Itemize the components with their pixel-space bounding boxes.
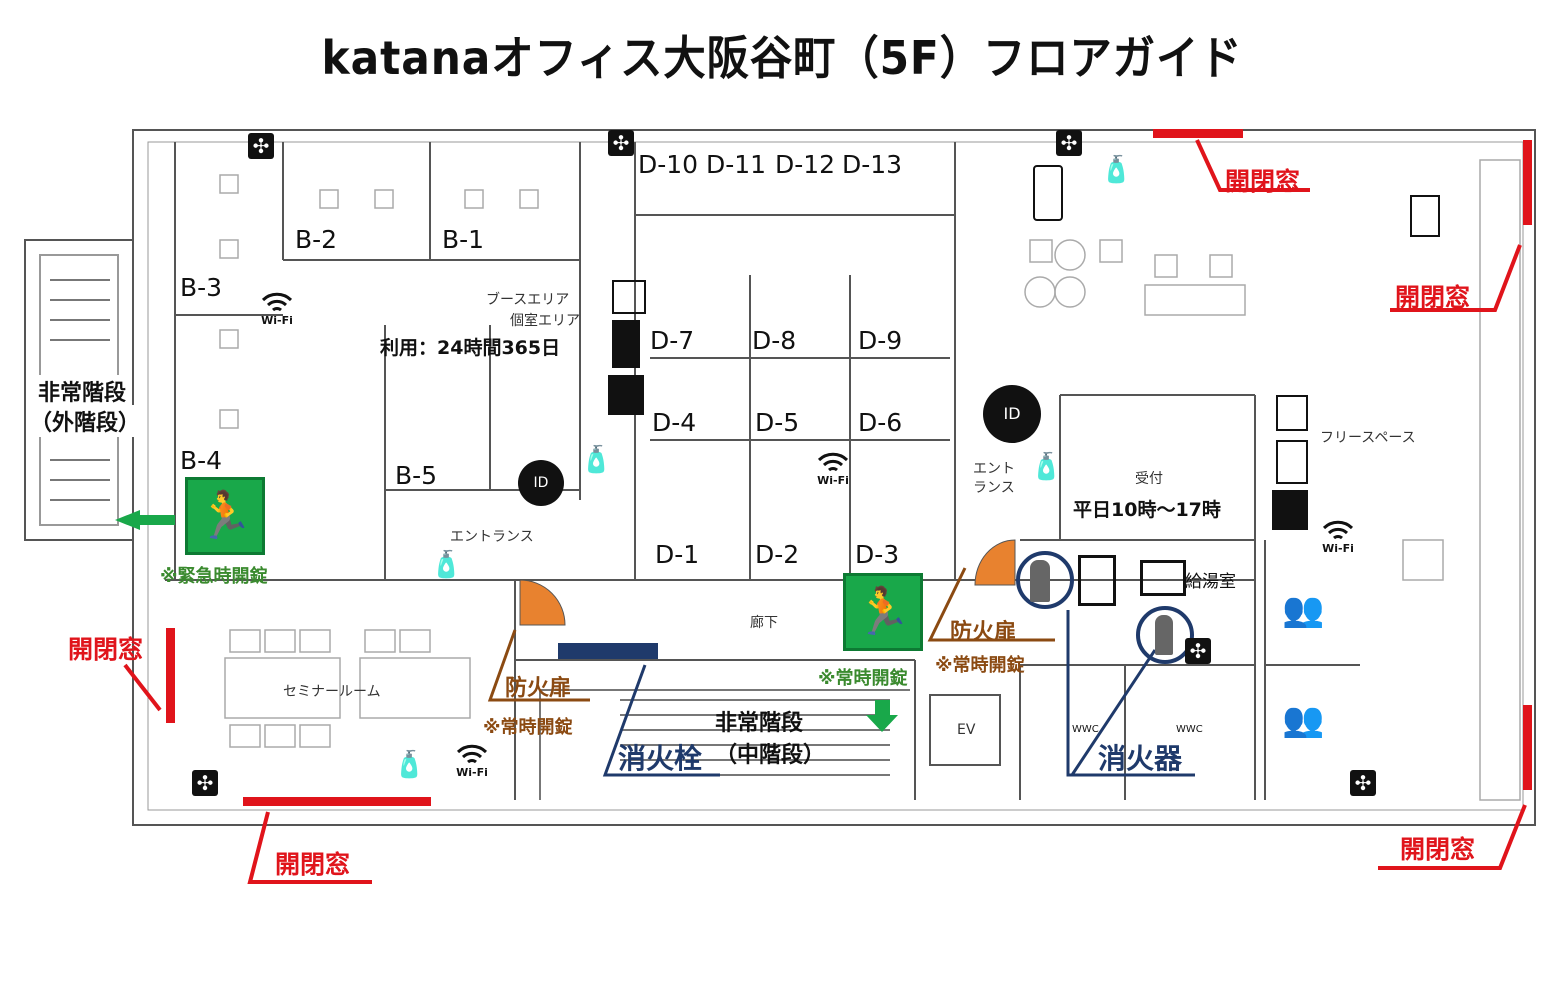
fire-door-left — [519, 579, 566, 626]
fire-door-arrows — [487, 567, 1055, 702]
emergency-exit-sign-left: 🏃 — [185, 477, 265, 555]
window-label: 開閉窓 — [68, 635, 144, 664]
booth-area-label: ブースエリア — [486, 292, 570, 308]
room-d9: D-9 — [858, 326, 903, 355]
window-label: 開閉窓 — [1395, 283, 1471, 312]
reception-label: 受付 — [1135, 471, 1163, 487]
emergency-exit-sign-center: 🏃 — [843, 573, 923, 651]
wifi-icon: Wi-Fi — [811, 450, 855, 487]
corridor-label: 廊下 — [750, 615, 778, 631]
extinguisher-label: 消火器 — [1098, 742, 1183, 775]
entrance-right-label: エント — [973, 461, 1015, 477]
room-d13: D-13 — [842, 150, 903, 179]
printer-icon — [608, 375, 644, 415]
wwc-label-1: WWC — [1072, 724, 1099, 735]
room-d5: D-5 — [755, 408, 800, 437]
window-label: 開閉窓 — [1400, 835, 1476, 864]
hydrant-bar — [558, 643, 658, 659]
locker-icon — [612, 320, 640, 368]
reception-hours: 平日10時～17時 — [1073, 499, 1221, 521]
inner-stairs-sub: （中階段） — [715, 743, 826, 768]
hand-sanitizer-icon: 🧴 — [1030, 452, 1063, 482]
room-d11: D-11 — [706, 150, 767, 179]
window-label: 開閉窓 — [1225, 167, 1301, 196]
room-d3: D-3 — [855, 540, 900, 569]
hand-sanitizer-icon: 🧴 — [430, 550, 463, 580]
outer-stairs-label: 非常階段 — [38, 375, 127, 407]
ev-label: EV — [957, 722, 976, 738]
window-label: 開閉窓 — [275, 850, 351, 879]
wifi-icon: Wi-Fi — [450, 742, 494, 779]
id-card-reader-icon: ID — [518, 460, 564, 506]
emergency-unlock-note: ※緊急時開錠 — [160, 566, 268, 587]
hydrant-arrows — [602, 551, 1195, 777]
room-d10: D-10 — [638, 150, 699, 179]
ventilation-fan-icon: ✣ — [1056, 130, 1082, 156]
kitchen-label: 給湯室 — [1185, 572, 1236, 592]
hand-sanitizer-icon: 🧴 — [393, 750, 426, 780]
ventilation-fan-icon: ✣ — [1185, 638, 1211, 664]
inner-stairs-label: 非常階段 — [715, 711, 804, 736]
always-unlocked-note: ※常時開錠 — [818, 668, 908, 689]
fire-extinguisher-icon — [1155, 615, 1173, 655]
fire-door-right — [974, 539, 1016, 586]
id-card-reader-icon: ID — [983, 385, 1041, 443]
room-d7: D-7 — [650, 326, 695, 355]
wifi-icon: Wi-Fi — [1316, 518, 1360, 555]
room-d6: D-6 — [858, 408, 903, 437]
room-b2: B-2 — [295, 225, 338, 254]
hydrant-label: 消火栓 — [618, 742, 703, 775]
room-b4: B-4 — [180, 446, 223, 475]
usage-hours: 利用：24時間365日 — [380, 337, 561, 359]
entrance-right-label-2: ランス — [973, 480, 1015, 496]
ventilation-fan-icon: ✣ — [608, 130, 634, 156]
meeting-table-icon: 👥 — [1282, 590, 1325, 630]
shredder-icon — [1276, 395, 1308, 431]
wifi-icon: Wi-Fi — [255, 290, 299, 327]
private-area-label: 個室エリア — [510, 313, 580, 329]
room-d1: D-1 — [655, 540, 700, 569]
window-bars — [166, 129, 1532, 806]
printer-icon — [1272, 490, 1308, 530]
fire-door-label: 防火扉 — [505, 676, 572, 701]
free-space-label: フリースペース — [1320, 430, 1416, 446]
ventilation-fan-icon: ✣ — [1350, 770, 1376, 796]
hand-sanitizer-icon: 🧴 — [1100, 155, 1133, 185]
ventilation-fan-icon: ✣ — [248, 133, 274, 159]
entrance-left-label: エントランス — [450, 529, 534, 545]
exit-arrow-down — [866, 700, 898, 732]
fire-door-label: 防火扉 — [950, 620, 1017, 645]
room-b5: B-5 — [395, 461, 438, 490]
room-d4: D-4 — [652, 408, 697, 437]
air-purifier-icon — [612, 280, 646, 314]
hand-sanitizer-icon: 🧴 — [580, 445, 613, 475]
room-d8: D-8 — [752, 326, 797, 355]
fire-door-note: ※常時開錠 — [483, 717, 573, 738]
fire-door-note: ※常時開錠 — [935, 655, 1025, 676]
vending-machine-icon — [1078, 555, 1116, 606]
water-server-icon — [1033, 165, 1063, 221]
wwc-label-2: WWC — [1176, 724, 1203, 735]
room-d2: D-2 — [755, 540, 800, 569]
room-b3: B-3 — [180, 273, 223, 302]
fire-extinguisher-icon — [1030, 560, 1050, 602]
exit-arrow-left — [115, 510, 175, 530]
room-d12: D-12 — [775, 150, 836, 179]
page-title: katanaオフィス大阪谷町（5F）フロアガイド — [321, 31, 1243, 85]
microwave-icon — [1140, 560, 1186, 596]
window-arrows — [123, 139, 1527, 884]
air-purifier-icon — [1410, 195, 1440, 237]
document-icon — [1276, 440, 1308, 484]
outer-stairs-sub: （外階段） — [30, 405, 141, 437]
room-b1: B-1 — [442, 225, 485, 254]
meeting-table-icon: 👥 — [1282, 700, 1325, 740]
seminar-room-label: セミナールーム — [283, 684, 381, 700]
ventilation-fan-icon: ✣ — [192, 770, 218, 796]
